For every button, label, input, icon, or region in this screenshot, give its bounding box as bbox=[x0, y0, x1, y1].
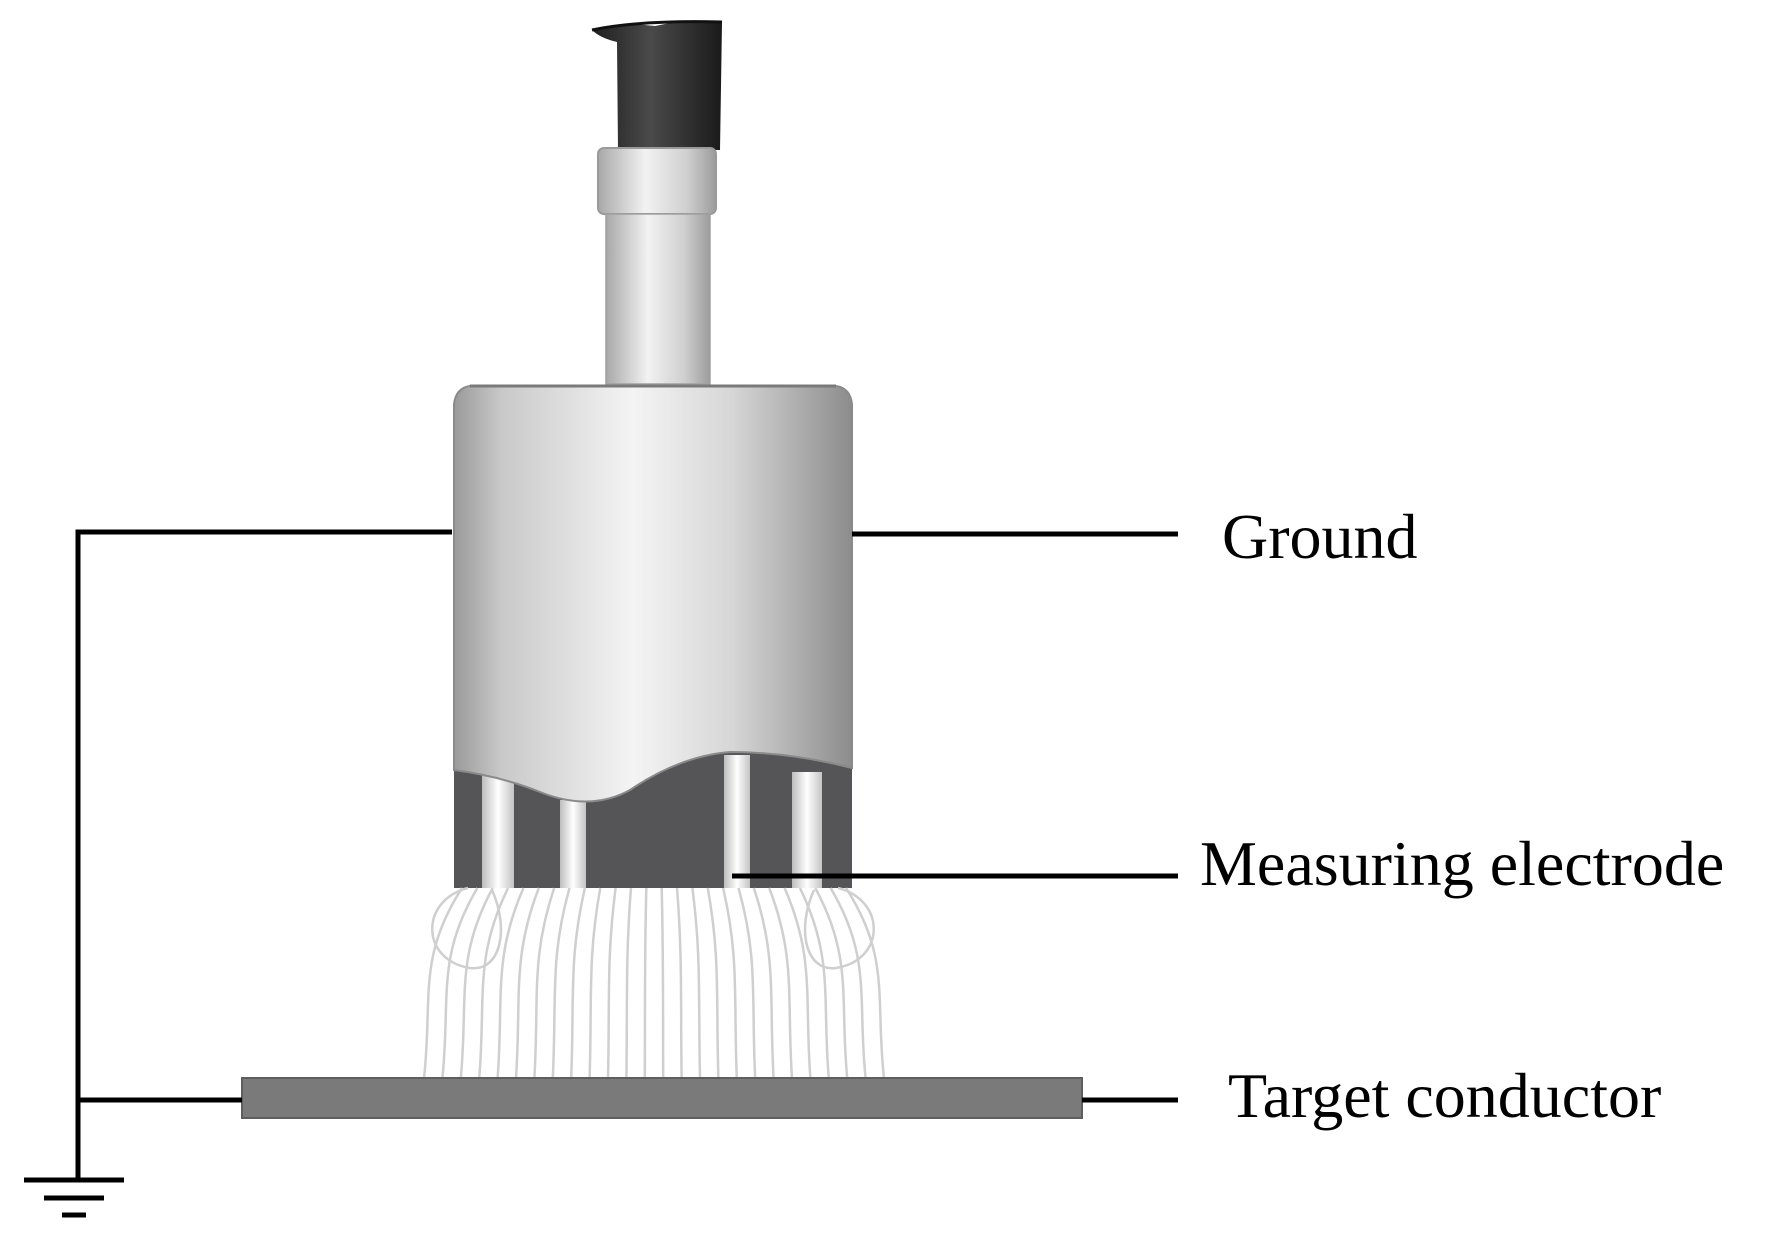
ground-wire-left bbox=[75, 529, 452, 1178]
fiber bbox=[752, 887, 775, 1079]
fiber bbox=[588, 887, 602, 1079]
fiber-loop bbox=[803, 886, 875, 970]
fiber bbox=[798, 887, 831, 1079]
tube bbox=[605, 213, 711, 385]
fiber bbox=[477, 887, 510, 1079]
cable bbox=[591, 20, 723, 150]
fiber bbox=[706, 887, 720, 1079]
housing bbox=[453, 385, 853, 803]
fiber bbox=[496, 887, 525, 1079]
fiber bbox=[783, 887, 812, 1079]
ground-label: Ground bbox=[1222, 501, 1418, 572]
fiber bbox=[675, 887, 683, 1079]
fiber-loop bbox=[431, 886, 503, 970]
fiber-bundle bbox=[422, 886, 886, 1079]
fiber bbox=[737, 887, 757, 1079]
fiber bbox=[441, 887, 479, 1079]
fiber bbox=[625, 887, 633, 1079]
fiber bbox=[660, 887, 665, 1079]
wiring bbox=[75, 529, 1178, 1178]
fiber bbox=[643, 887, 648, 1079]
fiber bbox=[814, 887, 849, 1079]
fiber bbox=[533, 887, 556, 1079]
measuring-electrode-label: Measuring electrode bbox=[1200, 828, 1725, 899]
ground-symbol-icon bbox=[24, 1177, 124, 1218]
fiber bbox=[569, 887, 587, 1079]
fiber bbox=[551, 887, 571, 1079]
fiber bbox=[422, 887, 464, 1079]
target-plate bbox=[241, 1077, 1083, 1119]
fiber bbox=[691, 887, 702, 1079]
fiber bbox=[829, 887, 867, 1079]
fiber bbox=[606, 887, 617, 1079]
target-conductor-label: Target conductor bbox=[1228, 1060, 1662, 1131]
fiber bbox=[844, 887, 886, 1079]
fiber bbox=[459, 887, 494, 1079]
fiber bbox=[768, 887, 794, 1079]
fiber bbox=[514, 887, 540, 1079]
fiber bbox=[721, 887, 739, 1079]
collar bbox=[597, 147, 717, 215]
